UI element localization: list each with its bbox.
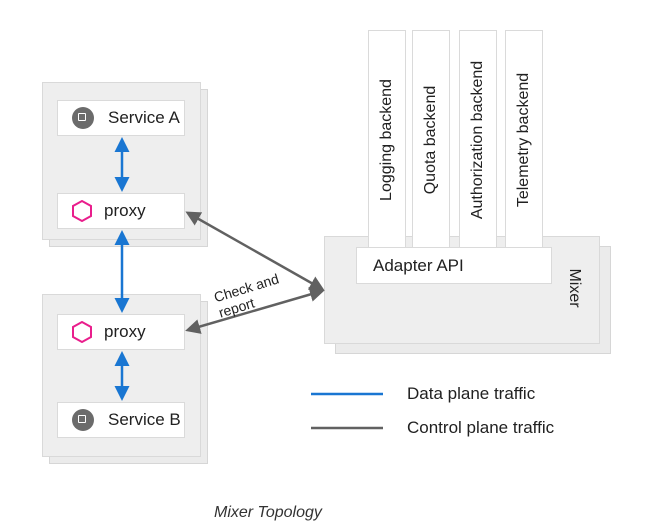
adapter-api-card: Adapter API xyxy=(356,247,552,284)
service-a-card: Service A xyxy=(57,100,185,136)
service-a-label: Service A xyxy=(108,108,180,127)
service-b-card: Service B xyxy=(57,402,185,438)
chip-icon xyxy=(72,107,94,129)
backend-telemetry: Telemetry backend xyxy=(505,30,543,248)
check-and-report-label: Check and report xyxy=(212,270,281,321)
hexagon-icon xyxy=(72,321,92,343)
hexagon-icon xyxy=(72,200,92,222)
adapter-api-label: Adapter API xyxy=(373,255,464,275)
chip-icon xyxy=(72,409,94,431)
backend-authorization: Authorization backend xyxy=(459,30,497,248)
backend-quota: Quota backend xyxy=(412,30,450,248)
proxy-b-label: proxy xyxy=(104,322,146,341)
proxy-a-card: proxy xyxy=(57,193,185,229)
service-b-label: Service B xyxy=(108,410,181,429)
figure-caption: Mixer Topology xyxy=(214,504,322,521)
legend-control-plane-label: Control plane traffic xyxy=(407,418,555,437)
proxy-a-label: proxy xyxy=(104,201,146,220)
proxy-b-card: proxy xyxy=(57,314,185,350)
mixer-label: Mixer xyxy=(566,268,583,308)
backend-logging: Logging backend xyxy=(368,30,406,248)
legend-data-plane-label: Data plane traffic xyxy=(407,384,536,403)
